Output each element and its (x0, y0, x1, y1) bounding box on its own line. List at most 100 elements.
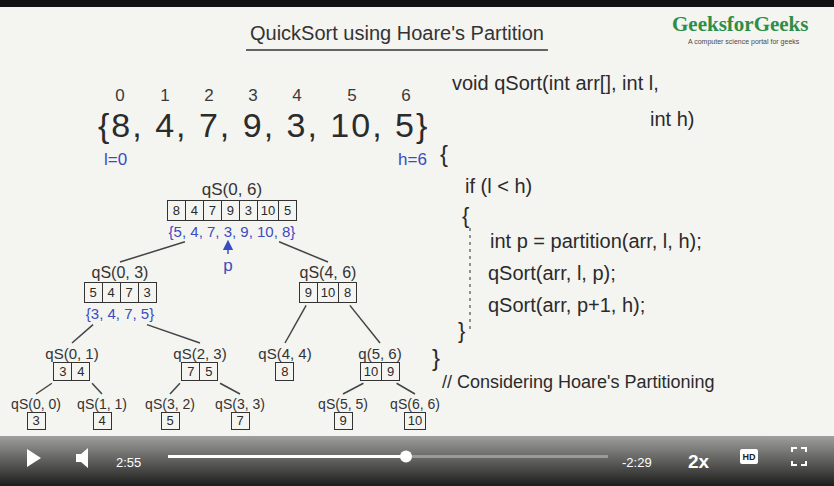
time-remaining: -2:29 (622, 456, 652, 471)
code-brace: { (440, 140, 448, 168)
array-box: 5473 (84, 282, 157, 303)
array-box: 10 (404, 412, 426, 430)
array-box: 109 (360, 362, 400, 381)
recursion-call-node: qS(4, 4)8 (256, 343, 313, 383)
call-label: qS(3, 3) (215, 396, 265, 412)
array-box: 5 (161, 412, 180, 430)
recursion-branch (170, 383, 180, 394)
recursion-branch (72, 325, 93, 343)
frame-strip (0, 0, 834, 7)
array-values: {8, 4, 7, 9, 3, 10, 5} (98, 106, 429, 145)
call-label: q(5, 6) (358, 345, 401, 362)
bound-note: l=0 (104, 150, 127, 170)
index-number: 1 (160, 86, 169, 106)
recursion-call-node: qS(0, 0)3 (9, 394, 63, 432)
array-cell: 5 (85, 283, 102, 302)
title-underline (246, 49, 548, 51)
array-cell: 3 (239, 201, 257, 220)
array-box: 3 (27, 412, 46, 430)
recursion-call-node: qS(5, 5)9 (316, 394, 370, 432)
code-line: int h) (650, 108, 694, 131)
array-cell: 7 (120, 283, 138, 302)
array-cell: 4 (94, 413, 111, 429)
index-number: 4 (292, 86, 301, 106)
speed-setting: 2x (688, 451, 709, 473)
array-cell: 4 (71, 363, 89, 380)
index-number: 6 (401, 86, 410, 106)
recursion-call-node: qS(1, 1)4 (75, 394, 129, 432)
recursion-branch (350, 305, 380, 343)
call-label: qS(0, 0) (11, 396, 61, 412)
array-cell: 9 (221, 201, 239, 220)
call-label: qS(2, 3) (173, 345, 226, 362)
recursion-branch (120, 242, 185, 262)
recursion-call-node: qS(6, 6)10 (388, 394, 442, 432)
recursion-branch (279, 242, 328, 262)
recursion-call-node: qS(0, 3)5473 {3, 4, 7, 5} (82, 262, 159, 325)
recursion-call-node: qS(4, 6)9108 (297, 262, 359, 305)
recursion-branch (92, 383, 102, 394)
call-label: qS(1, 1) (77, 396, 127, 412)
call-label: qS(5, 5) (318, 396, 368, 412)
call-label: qS(0, 6) (202, 180, 262, 200)
hd-badge (740, 449, 758, 464)
code-block-guide (469, 228, 470, 330)
array-cell: 8 (276, 363, 293, 380)
partition-result: {5, 4, 7, 3, 9, 10, 8} (169, 223, 296, 240)
array-cell: 3 (54, 363, 71, 380)
array-cell: 4 (185, 201, 203, 220)
array-cell: 10 (405, 413, 425, 429)
array-box: 4 (93, 412, 112, 430)
quality-badge: HD (743, 452, 756, 462)
progress-track (168, 455, 608, 458)
logo-tagline: A computer science portal for geeks (688, 38, 799, 46)
array-cell: 9 (381, 363, 399, 380)
array-cell: 9 (300, 283, 317, 302)
call-label: qS(0, 1) (45, 345, 98, 362)
array-cell: 10 (361, 363, 381, 380)
recursion-branch (147, 325, 200, 343)
video-control-bar (0, 436, 834, 486)
recursion-branch (343, 383, 363, 394)
code-line: qSort(arr, l, p); (488, 262, 616, 285)
call-label: qS(0, 3) (92, 264, 149, 282)
code-line: void qSort(int arr[], int l, (452, 72, 659, 95)
array-cell: 5 (162, 413, 179, 429)
array-box: 8 (275, 362, 294, 381)
pivot-label: p (223, 256, 232, 276)
recursion-branch (397, 383, 415, 394)
call-label: qS(4, 4) (258, 345, 311, 362)
array-box: 84793105 (167, 200, 297, 221)
recursion-branch (220, 383, 240, 394)
code-comment: // Considering Hoare's Partitioning (442, 372, 715, 393)
index-number: 2 (204, 86, 213, 106)
logo-text: GeeksforGeeks (672, 12, 808, 36)
code-line: int p = partition(arr, l, h); (490, 230, 702, 253)
recursion-branch (36, 383, 52, 394)
recursion-call-node: qS(3, 2)5 (143, 394, 197, 432)
recursion-call-node: qS(0, 1)34 (43, 343, 100, 383)
array-cell: 3 (28, 413, 45, 429)
partition-result: {3, 4, 7, 5} (86, 305, 154, 322)
index-number: 3 (248, 86, 257, 106)
bound-note: h=6 (398, 150, 427, 170)
progress-knob (400, 451, 412, 463)
array-cell: 8 (168, 201, 185, 220)
fullscreen-icon (792, 448, 806, 465)
code-line: if (l < h) (465, 175, 532, 198)
index-number: 0 (115, 86, 124, 106)
pivot-pointer (227, 245, 229, 254)
array-box: 7 (231, 412, 250, 430)
array-box: 9108 (299, 282, 357, 303)
code-line: qSort(arr, p+1, h); (488, 294, 645, 317)
call-label: qS(4, 6) (300, 264, 357, 282)
array-cell: 10 (317, 283, 338, 302)
play-icon (27, 449, 41, 467)
recursion-call-node: qS(3, 3)7 (213, 394, 267, 432)
array-box: 34 (53, 362, 90, 381)
title: QuickSort using Hoare's Partition (250, 22, 544, 45)
code-brace: } (432, 344, 440, 372)
array-box: 75 (181, 362, 218, 381)
progress-played (168, 455, 406, 458)
array-cell: 5 (199, 363, 217, 380)
